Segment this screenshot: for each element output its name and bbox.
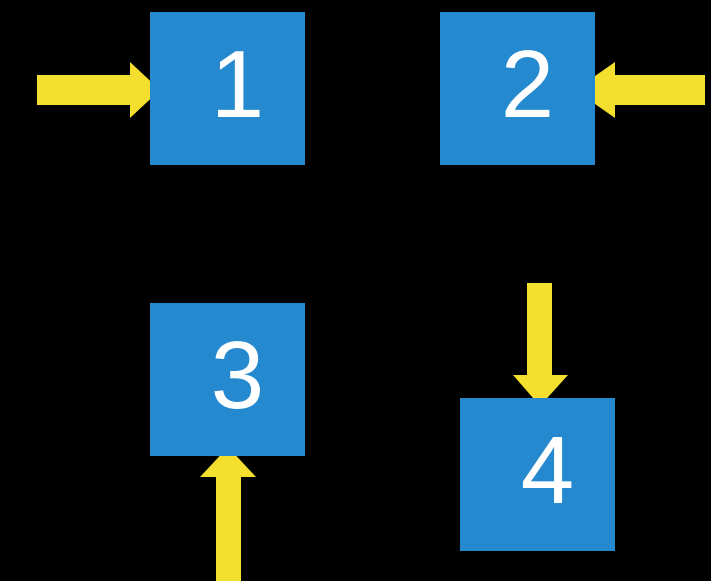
node-box-1-label: 1 (210, 30, 265, 138)
node-box-4[interactable]: 4 (460, 398, 615, 551)
node-box-1[interactable]: 1 (150, 12, 305, 165)
arrow-left-into-box-2 (575, 62, 705, 118)
arrow-up-into-box-3 (200, 447, 256, 581)
node-box-3[interactable]: 3 (150, 303, 305, 456)
node-box-3-label: 3 (210, 321, 265, 429)
node-box-2-label: 2 (500, 30, 555, 138)
arrow-right-into-box-1 (37, 62, 160, 118)
node-box-2[interactable]: 2 (440, 12, 595, 165)
arrow-down-into-box-4 (513, 283, 568, 406)
node-box-4-label: 4 (520, 416, 575, 524)
